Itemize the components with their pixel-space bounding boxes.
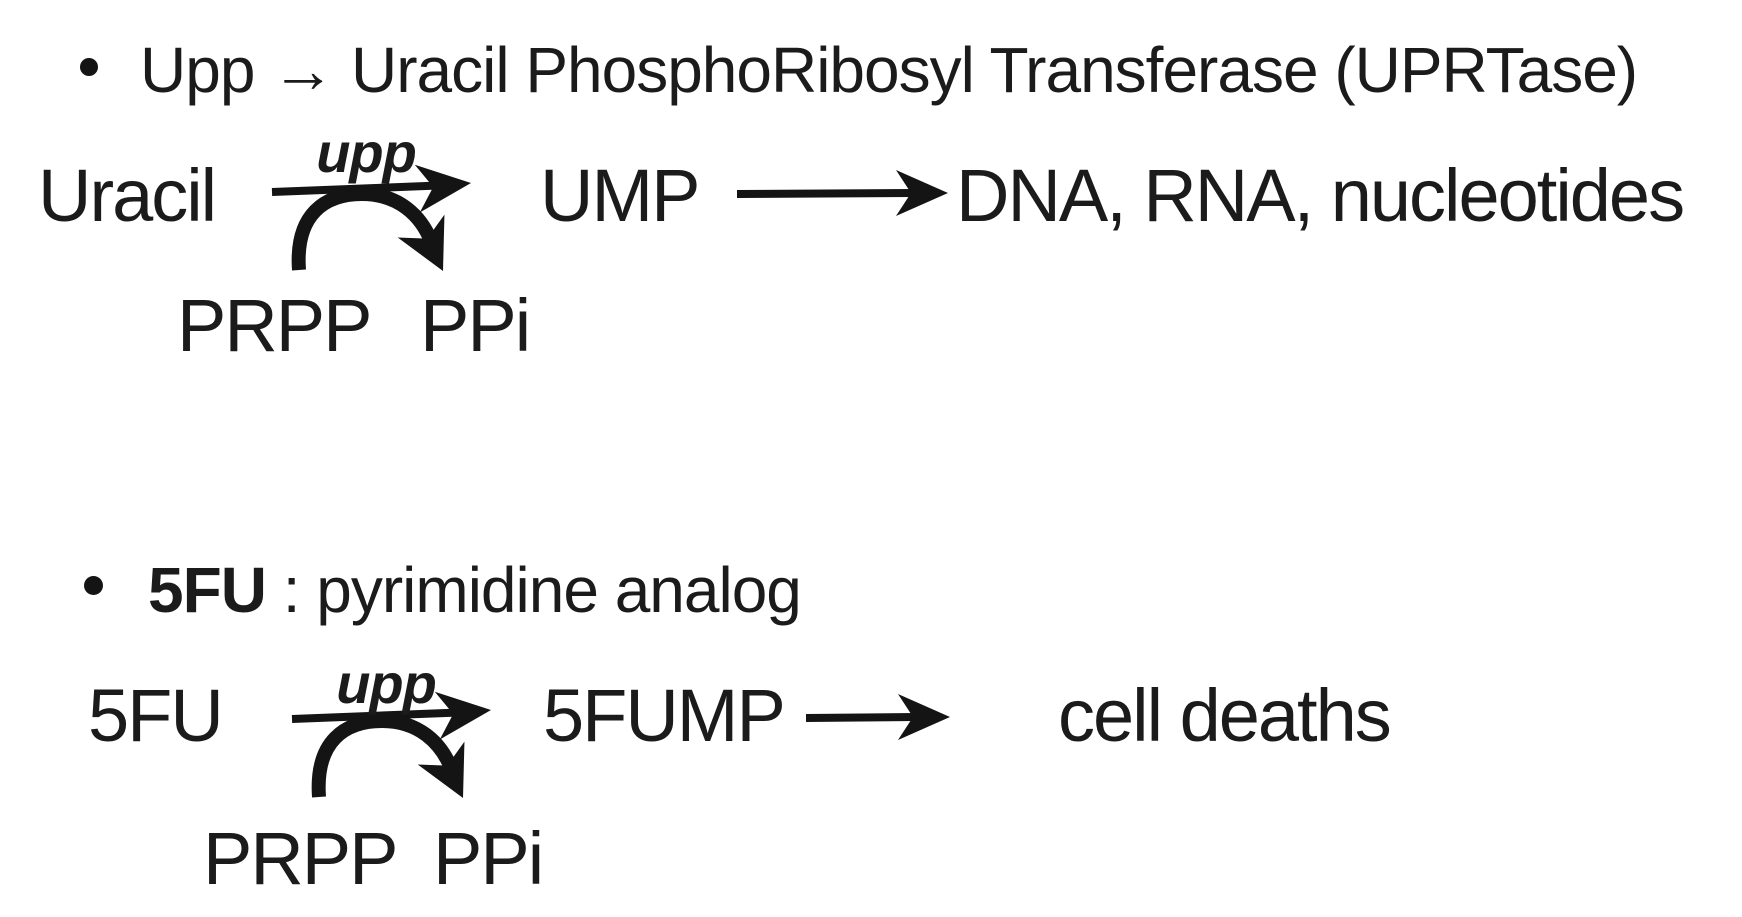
reaction1-cofactor-out: PPi (420, 284, 531, 367)
reaction1-enzyme-label: upp (316, 121, 417, 184)
bullet2-text: 5FU : pyrimidine analog (148, 558, 802, 622)
bullet-icon (84, 576, 103, 595)
reaction2-cofactor-out: PPi (433, 817, 544, 900)
bullet2-rest: : pyrimidine analog (265, 554, 802, 626)
reaction2-product-arrow-icon (805, 694, 950, 740)
reaction1-product-arrow-icon (736, 170, 948, 216)
bullet1-text: Upp → Uracil PhosphoRibosyl Transferase … (140, 34, 1638, 106)
bullet2-term: 5FU (148, 554, 267, 626)
reaction1-cofactor-in: PRPP (177, 284, 373, 367)
reaction1-downstream: DNA, RNA, nucleotides (956, 154, 1685, 237)
reaction2-product: 5FUMP (543, 674, 786, 757)
reaction1-substrate: Uracil (38, 154, 217, 237)
reaction2-substrate: 5FU (88, 674, 224, 757)
reaction2-downstream: cell deaths (1058, 674, 1392, 757)
reaction1-product: UMP (540, 154, 700, 237)
bullet-icon (80, 58, 98, 76)
reaction2-cofactor-in: PRPP (203, 817, 399, 900)
reaction2-enzyme-label: upp (336, 652, 437, 715)
